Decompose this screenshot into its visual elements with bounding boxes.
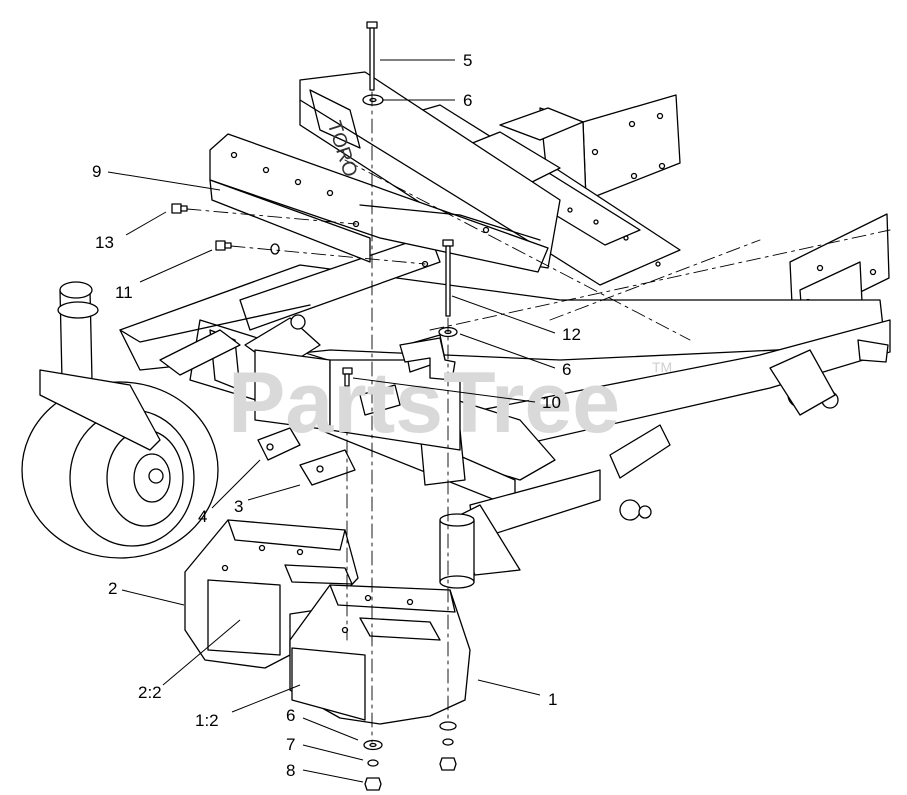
callout-8: 8 [286,761,295,780]
callout-9: 9 [92,162,101,181]
callout-2: 2 [108,579,117,598]
callout-6-top: 6 [463,91,472,110]
counterweight-upper [184,519,359,669]
callout-3: 3 [234,497,243,516]
callout-7: 7 [286,735,295,754]
callout-12: 12 [562,325,581,344]
callout-1-2: 1:2 [195,711,219,730]
toro-rear-plate [299,71,561,269]
callout-6-middle: 6 [562,360,571,379]
callout-2-2: 2:2 [138,683,162,702]
callout-13: 13 [95,233,114,252]
callout-4: 4 [198,507,207,526]
assembly-centerlines [186,91,891,743]
watermark-text: PartsTree [228,355,620,451]
right-mount-plate-upper [499,94,681,201]
callout-leaders [107,59,556,783]
callout-labels: 5 6 9 13 11 12 6 10 4 3 2 2:2 1 1:2 6 7 … [92,51,581,780]
callout-11: 11 [115,283,133,302]
counterweight-lower [289,584,471,725]
watermark-tm: TM [652,359,672,375]
callout-6-bottom: 6 [286,706,295,725]
callout-1: 1 [548,690,557,709]
callout-10: 10 [542,393,561,412]
hitch-bracket [209,133,549,273]
caster-wheel [21,281,241,559]
callout-5: 5 [463,51,472,70]
hardware [171,21,458,791]
